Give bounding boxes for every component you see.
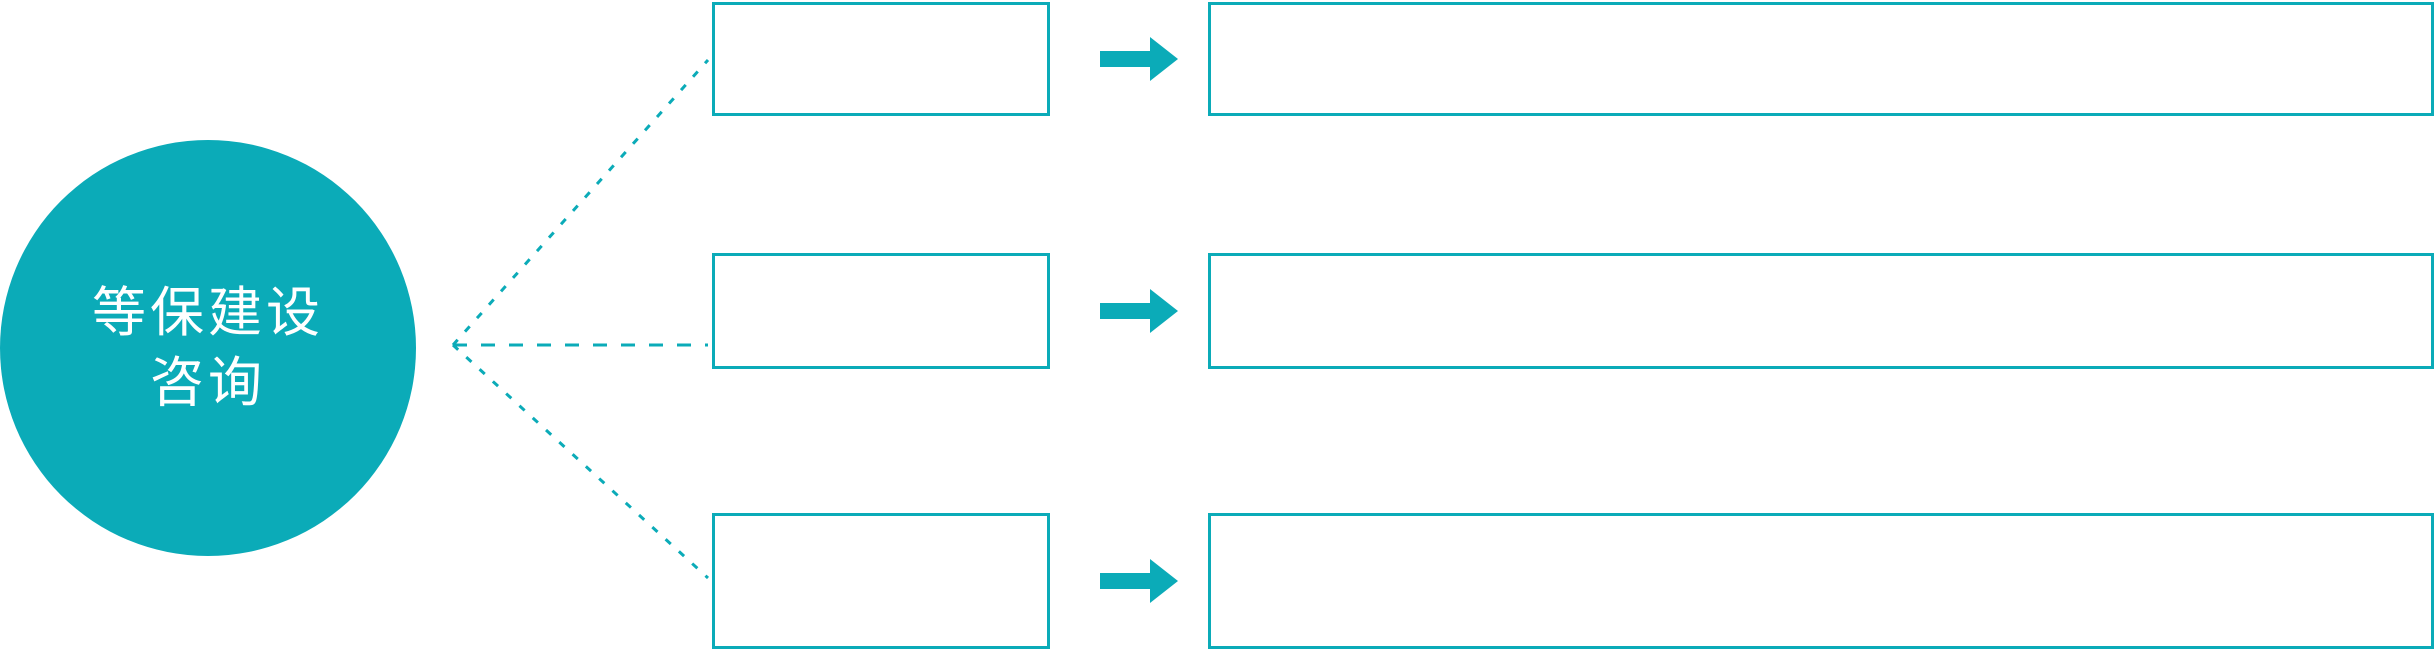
branch-label-box[interactable]: [712, 513, 1050, 649]
hub-title-line-1: 等保建设: [92, 282, 324, 343]
arrow-right-icon: [1100, 37, 1178, 81]
branch-row: [712, 253, 2434, 369]
connector-line-branch-1: [451, 58, 710, 347]
arrow-right-icon: [1100, 559, 1178, 603]
branch-row: [712, 513, 2434, 649]
branch-label-box[interactable]: [712, 2, 1050, 116]
branch-row: [712, 2, 2434, 116]
hub-title-line-2: 咨询: [150, 353, 266, 413]
connector-line-branch-3: [451, 343, 710, 580]
branch-label-box[interactable]: [712, 253, 1050, 369]
hub-circle[interactable]: 等保建设 咨询: [0, 140, 416, 556]
branch-detail-box[interactable]: [1208, 513, 2434, 649]
branch-detail-box[interactable]: [1208, 253, 2434, 369]
arrow-right-icon: [1100, 289, 1178, 333]
branch-detail-box[interactable]: [1208, 2, 2434, 116]
